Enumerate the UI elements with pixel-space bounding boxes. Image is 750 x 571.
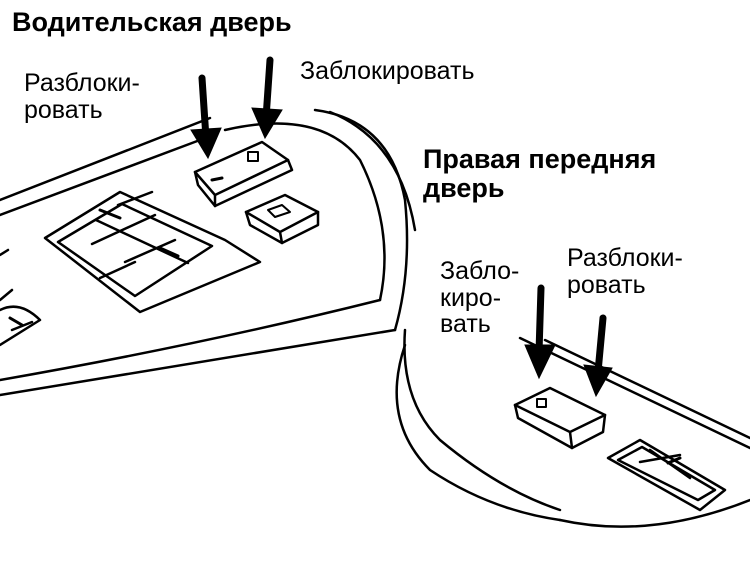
right-lock-arrow <box>524 284 556 380</box>
right-front-door-panel <box>395 328 750 528</box>
driver-lock-arrow <box>251 56 283 140</box>
driver-unlock-arrow <box>190 74 222 160</box>
right-lock-switch <box>513 386 607 450</box>
driver-unlock-label-line-2: ровать <box>24 95 103 124</box>
right-lock-label-line-1: Забло- <box>440 257 520 285</box>
right-unlock-label-line-1: Разблоки- <box>567 244 683 272</box>
driver-door-title: Водительская дверь <box>12 7 292 37</box>
driver-lock-label: Заблокировать <box>300 57 475 85</box>
right-front-door-title-line-2: дверь <box>423 172 505 203</box>
right-unlock-label-line-2: ровать <box>567 270 646 299</box>
right-lock-label: Забло- киро- вать <box>440 258 519 338</box>
right-unlock-arrow <box>583 314 613 398</box>
right-lock-label-line-3: вать <box>440 310 491 338</box>
driver-unlock-label-line-1: Разблоки- <box>24 69 140 97</box>
right-lock-label-line-2: киро- <box>440 283 502 312</box>
right-front-door-title: Правая передняя дверь <box>423 145 656 202</box>
driver-lock-switch <box>193 140 294 208</box>
window-lock-button <box>244 193 320 245</box>
driver-unlock-label: Разблоки- ровать <box>24 70 140 123</box>
right-unlock-label: Разблоки- ровать <box>567 245 683 298</box>
right-front-door-title-line-1: Правая передняя <box>423 144 657 174</box>
driver-door-panel <box>0 108 417 397</box>
